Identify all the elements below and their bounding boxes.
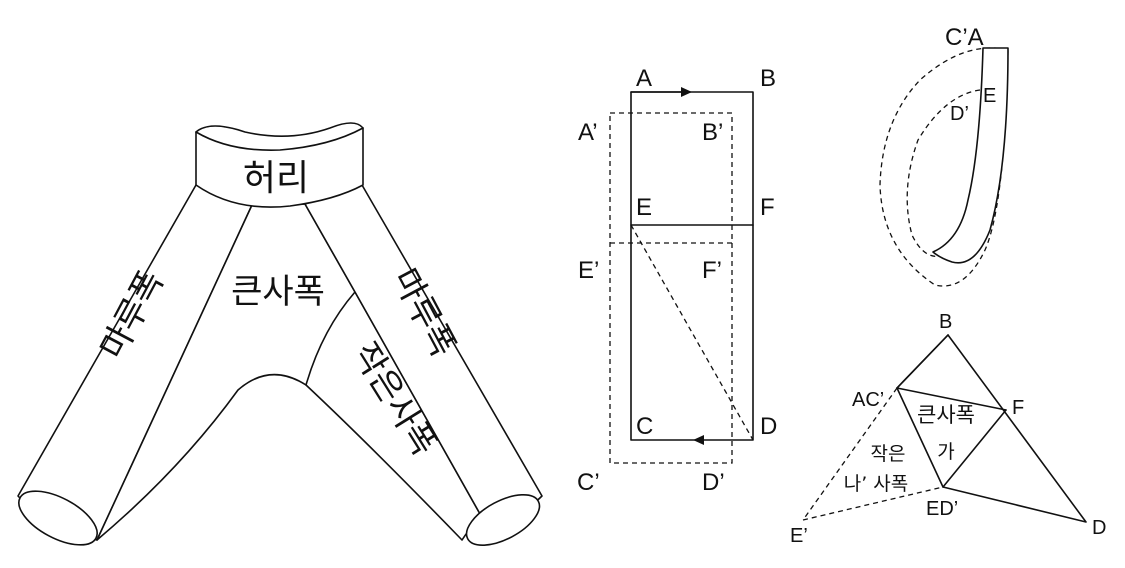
right-leg-opening [465, 494, 541, 546]
solid-rectangle [630, 91, 754, 441]
pants-illustration: 허리 큰사폭 마루폭 마루폭 작은사폭 [17, 122, 543, 546]
label-waist: 허리 [243, 158, 309, 199]
outer-dashed-loop [879, 47, 1009, 287]
dashed-line-E2-ED [802, 486, 944, 521]
curled-strip-diagram: C’A E D’ [879, 24, 1009, 287]
label-A: A [636, 65, 652, 92]
label-B2: B’ [702, 119, 723, 146]
line-AC-F [896, 387, 1007, 411]
fold-rectangle-diagram: A B A’ B’ E F E’ F’ C D C’ D’ [577, 65, 777, 496]
label-loop-D2: D’ [950, 103, 969, 125]
line-F-ED [942, 409, 1007, 488]
label-tri-ED: ED’ [926, 498, 958, 520]
label-B: B [760, 65, 776, 92]
label-E2: E’ [578, 257, 599, 284]
label-loop-E: E [983, 85, 996, 107]
arrow-top-head [681, 87, 692, 97]
label-tri-na: 나’ 사폭 [844, 473, 909, 495]
label-tri-D: D [1092, 517, 1106, 539]
label-tri-E2: E’ [790, 525, 808, 547]
label-A2: A’ [578, 119, 598, 146]
left-leg-opening [18, 490, 98, 546]
triangle-diagram: B F AC’ D ED’ E’ 큰사폭 가 작은 나’ 사폭 [790, 311, 1106, 547]
dashed-line-AC-E2 [802, 387, 898, 521]
label-tri-small: 작은 [871, 443, 906, 465]
label-tri-B: B [939, 311, 952, 333]
label-F: F [760, 194, 775, 221]
label-C-A: C’A [945, 24, 984, 51]
label-tri-AC: AC’ [852, 389, 884, 411]
dashed-diagonal-ED [630, 224, 754, 441]
label-C2: C’ [577, 469, 600, 496]
label-tri-ga: 가 [937, 441, 954, 463]
waistband-top-inner [195, 127, 364, 151]
label-tri-big: 큰사폭 [917, 403, 975, 427]
big-panel [96, 203, 356, 541]
label-F2: F’ [702, 257, 722, 284]
line-B-AC [896, 334, 949, 389]
label-big-panel: 큰사폭 [231, 272, 325, 312]
label-tri-F: F [1012, 397, 1024, 419]
inner-dashed-loop [906, 89, 981, 258]
arrow-bottom-head [693, 435, 704, 445]
dashed-rectangle [609, 112, 733, 464]
label-D2: D’ [702, 469, 725, 496]
label-C: C [636, 413, 653, 440]
solid-strip [932, 47, 1009, 264]
label-E: E [636, 194, 652, 221]
label-D: D [760, 413, 777, 440]
